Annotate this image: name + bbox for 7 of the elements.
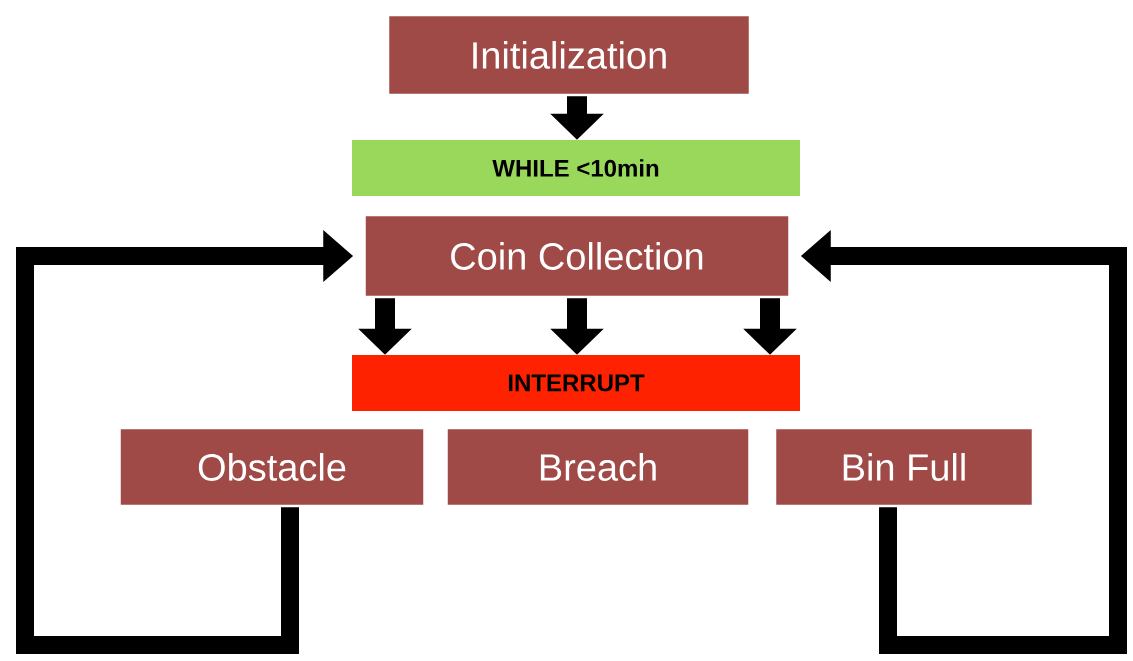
process-box: Bin Full [773, 426, 1035, 508]
interrupt-band: INTERRUPT [352, 355, 800, 411]
process-box: Coin Collection [363, 213, 791, 299]
condition-band: WHILE <10min [352, 140, 800, 196]
process-box: Initialization [386, 13, 752, 97]
process-box: Obstacle [118, 426, 426, 508]
process-box: Breach [445, 426, 751, 508]
